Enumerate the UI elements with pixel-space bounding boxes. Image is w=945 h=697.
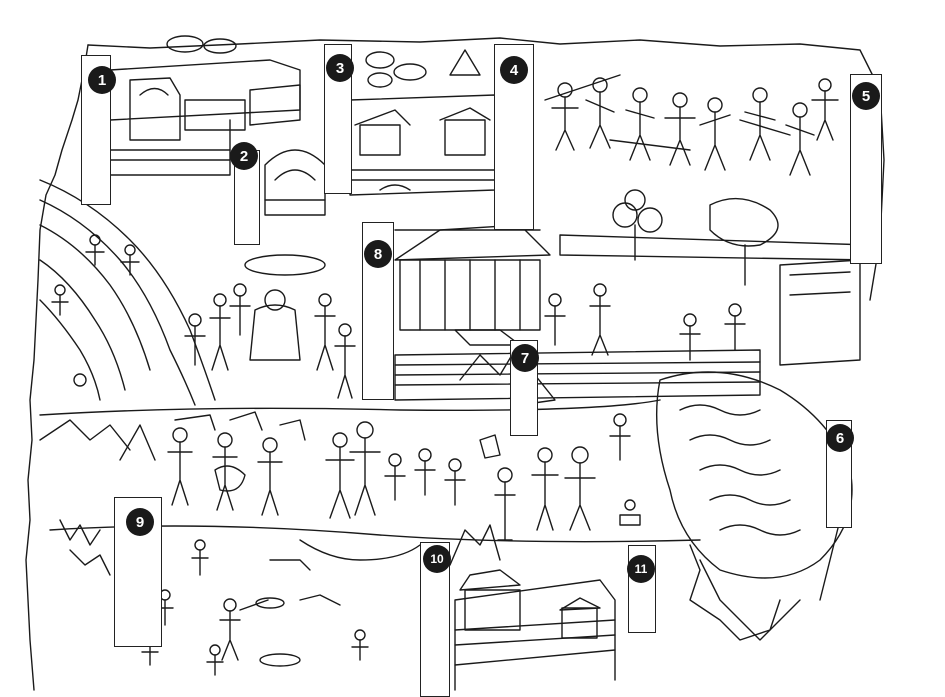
left-mountain-slopes xyxy=(39,179,216,406)
marching-figures xyxy=(544,74,839,176)
marker-8: 8 xyxy=(364,240,392,268)
marker-3: 3 xyxy=(326,54,354,82)
mural-left-edge xyxy=(25,44,89,691)
mural-top-edge xyxy=(87,37,885,301)
gate-structure-2 xyxy=(264,149,326,216)
river-waves-6 xyxy=(655,371,853,641)
marker-6: 6 xyxy=(826,424,854,452)
central-assembly xyxy=(184,254,356,399)
lower-crowd xyxy=(167,411,641,541)
marker-10: 10 xyxy=(423,545,451,573)
field-scene-9 xyxy=(59,519,369,676)
right-scene-trees xyxy=(544,189,861,366)
courtyard-building-3 xyxy=(349,49,496,196)
marker-1: 1 xyxy=(88,66,116,94)
marker-11: 11 xyxy=(627,555,655,583)
marker-7: 7 xyxy=(511,344,539,372)
marker-9: 9 xyxy=(126,508,154,536)
lower-palace-10 xyxy=(449,524,616,691)
marker-5: 5 xyxy=(852,82,880,110)
walled-compound-1 xyxy=(109,35,301,176)
lower-right-cliffs xyxy=(689,439,846,641)
marker-2: 2 xyxy=(230,142,258,170)
marker-4: 4 xyxy=(500,56,528,84)
